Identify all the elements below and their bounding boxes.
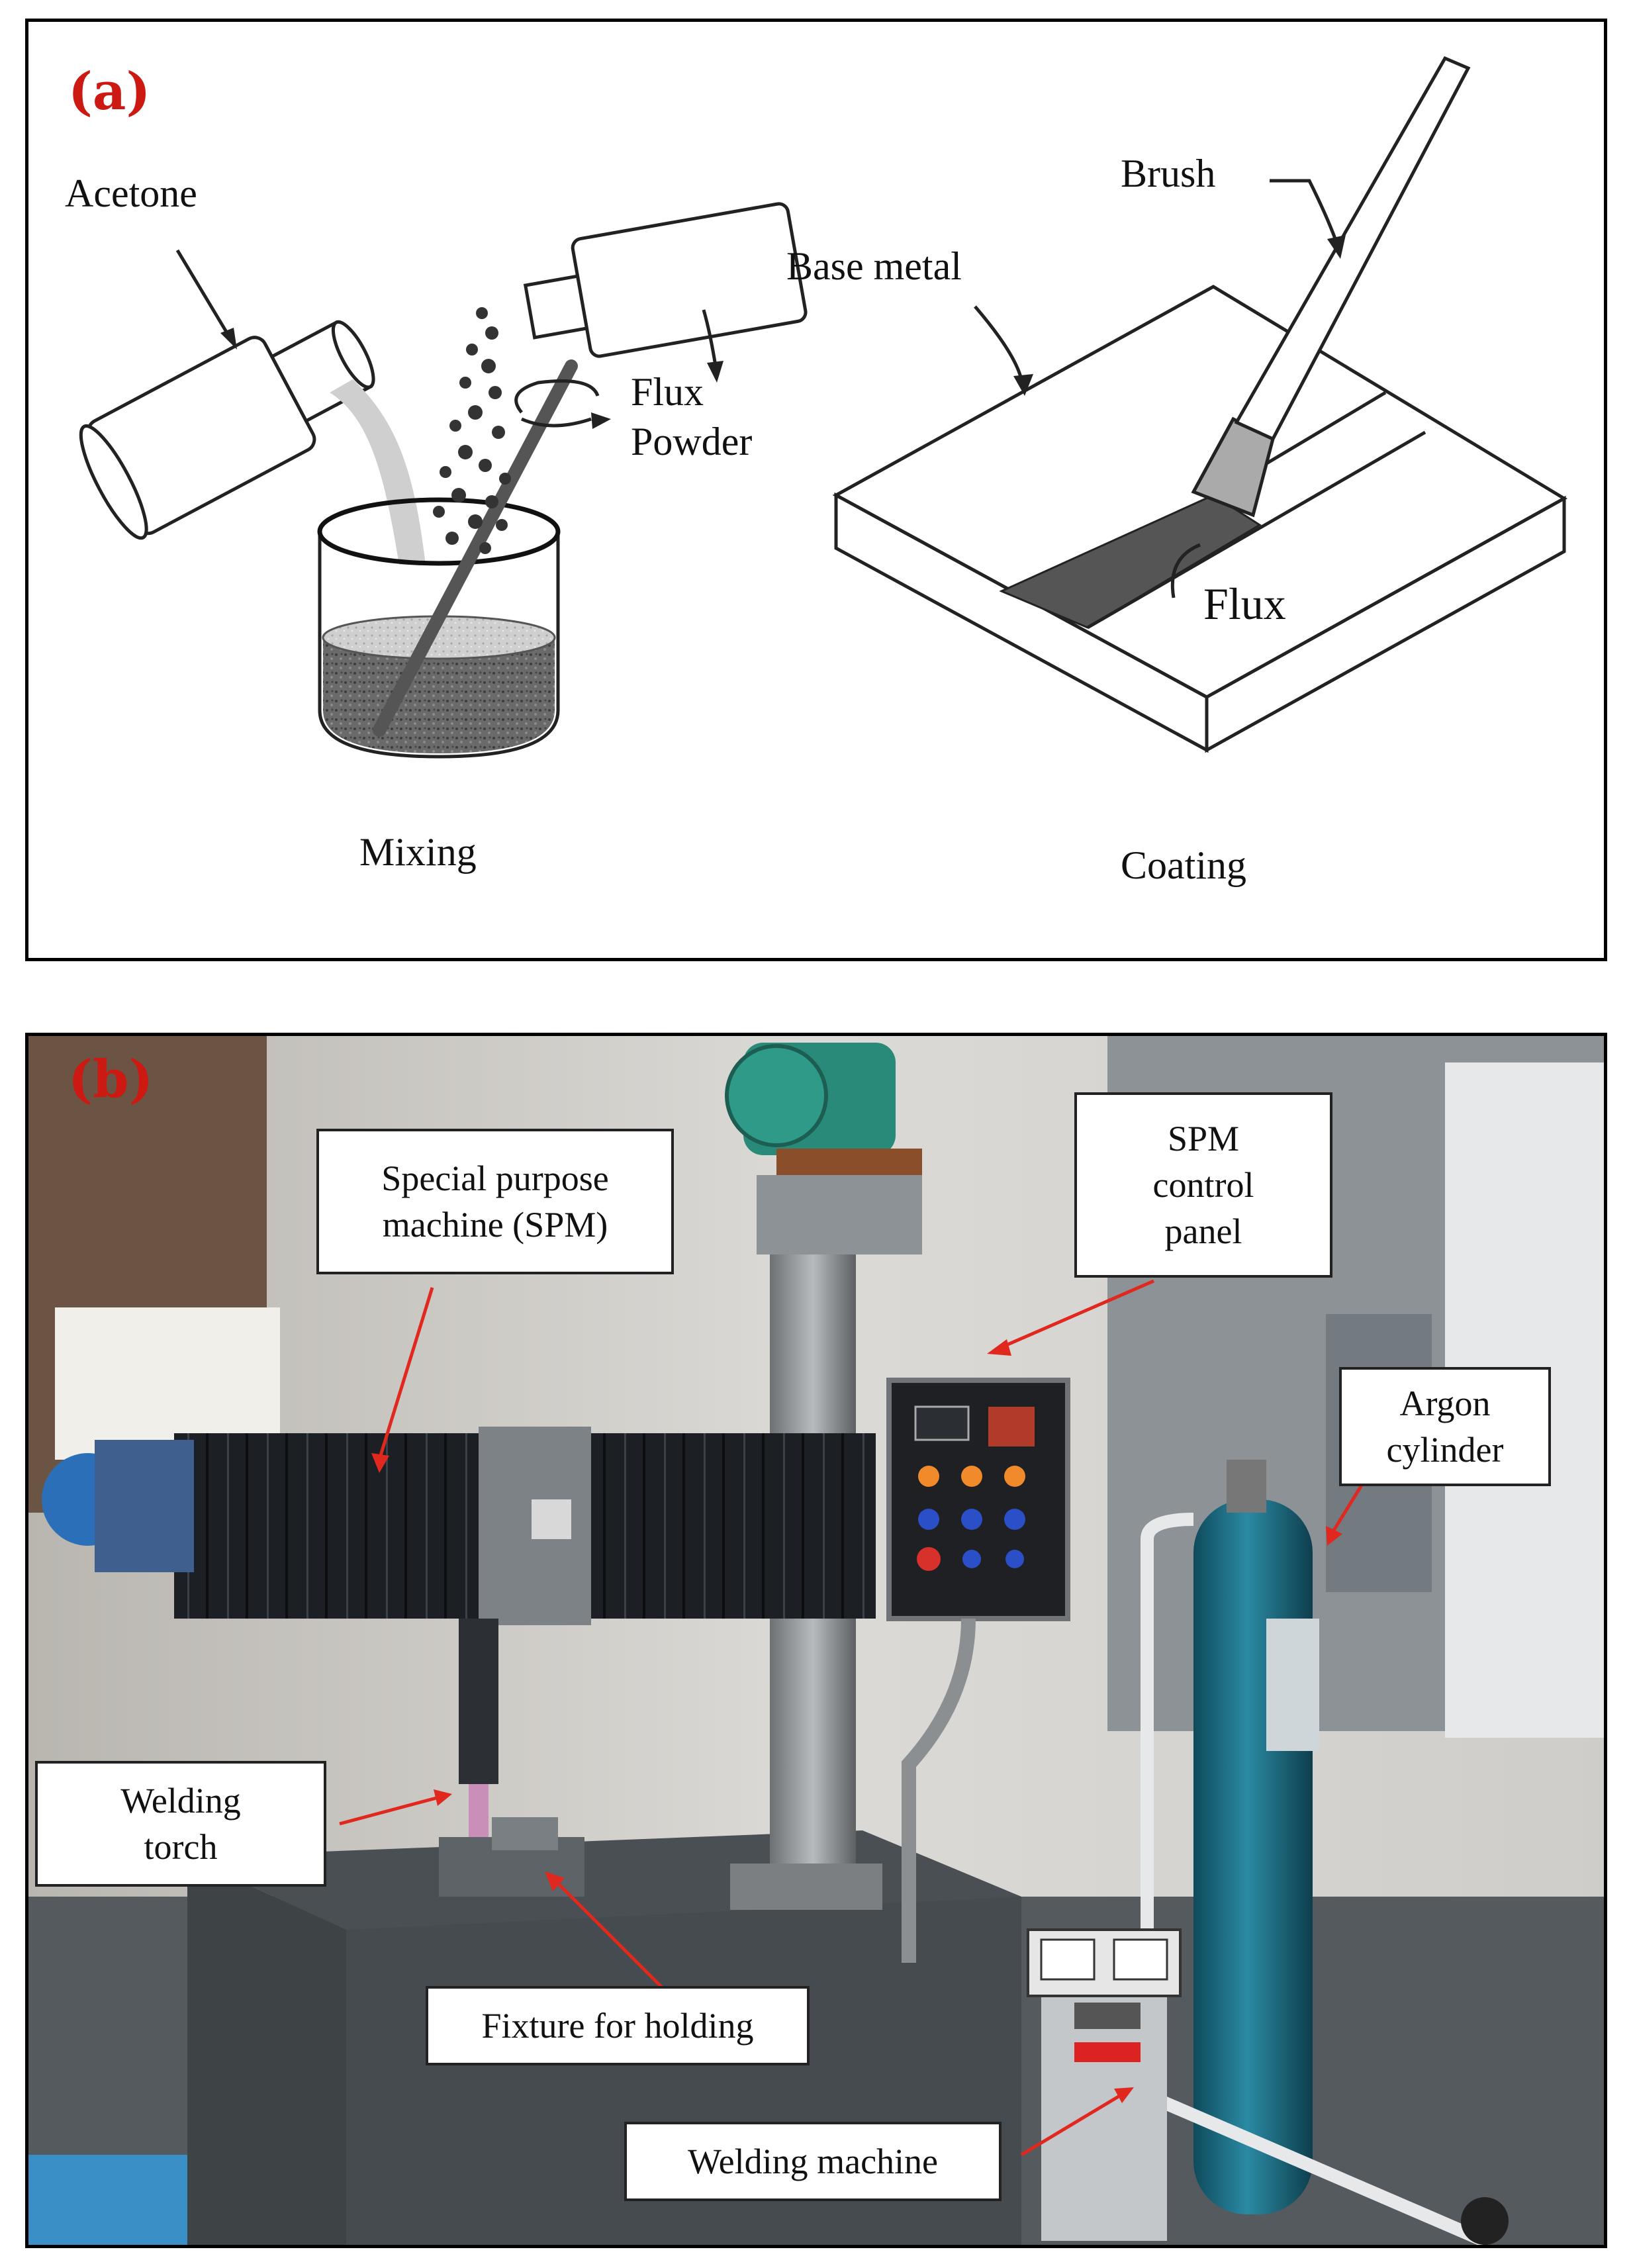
callout-argon-cylinder: Argon cylinder bbox=[1339, 1367, 1551, 1486]
callout-argon-cylinder-text: Argon cylinder bbox=[1386, 1383, 1504, 1470]
callout-spm-control-panel-text: SPM control panel bbox=[1152, 1118, 1254, 1252]
flux-strip bbox=[999, 494, 1262, 629]
panel-a-letter: (a) bbox=[68, 62, 151, 122]
panel-b-letter: (b) bbox=[68, 1049, 154, 1110]
coating-label: Coating bbox=[1121, 843, 1246, 887]
acetone-stream bbox=[330, 379, 426, 565]
callout-fixture-text: Fixture for holding bbox=[481, 2005, 754, 2046]
callout-welding-torch: Welding torch bbox=[35, 1761, 326, 1887]
spm-control-panel bbox=[886, 1378, 1070, 1621]
callout-welding-torch-text: Welding torch bbox=[120, 1780, 241, 1867]
brush-label: Brush bbox=[1121, 152, 1216, 195]
motor bbox=[725, 1043, 922, 1254]
flux-label: Flux bbox=[1203, 579, 1286, 629]
stirring-rod bbox=[373, 359, 578, 737]
flux-powder-label-line1: Flux bbox=[631, 370, 704, 414]
argon-cylinder bbox=[1193, 1460, 1319, 2214]
panel-a-illustration bbox=[79, 56, 1567, 759]
panel-a-mixing-coating-diagram: (a) Acetone Flux Powder Base metal Brush… bbox=[25, 19, 1607, 961]
flux-powder-bottle bbox=[523, 202, 808, 358]
brush bbox=[1191, 56, 1471, 518]
falling-powder bbox=[433, 307, 511, 554]
flux-powder-label-line2: Powder bbox=[631, 420, 753, 463]
base-metal-label: Base metal bbox=[786, 244, 962, 288]
mixing-label: Mixing bbox=[359, 830, 477, 874]
panel-b-photo-illustration bbox=[28, 1036, 1604, 2245]
callout-spm-control-panel: SPM control panel bbox=[1074, 1092, 1332, 1278]
callout-fixture: Fixture for holding bbox=[426, 1986, 810, 2065]
panel-b-welding-setup-photo: (b) Special purpose machine (SPM) SPM co… bbox=[25, 1033, 1607, 2248]
rotation-arrow bbox=[514, 379, 600, 414]
welding-machine-unit bbox=[1027, 1928, 1182, 2241]
callout-welding-machine-text: Welding machine bbox=[687, 2141, 939, 2181]
callout-spm-text: Special purpose machine (SPM) bbox=[381, 1158, 609, 1245]
acetone-label: Acetone bbox=[65, 171, 197, 215]
welding-torch-body bbox=[459, 1619, 498, 1784]
callout-welding-machine: Welding machine bbox=[624, 2122, 1002, 2201]
callout-spm: Special purpose machine (SPM) bbox=[316, 1129, 674, 1274]
